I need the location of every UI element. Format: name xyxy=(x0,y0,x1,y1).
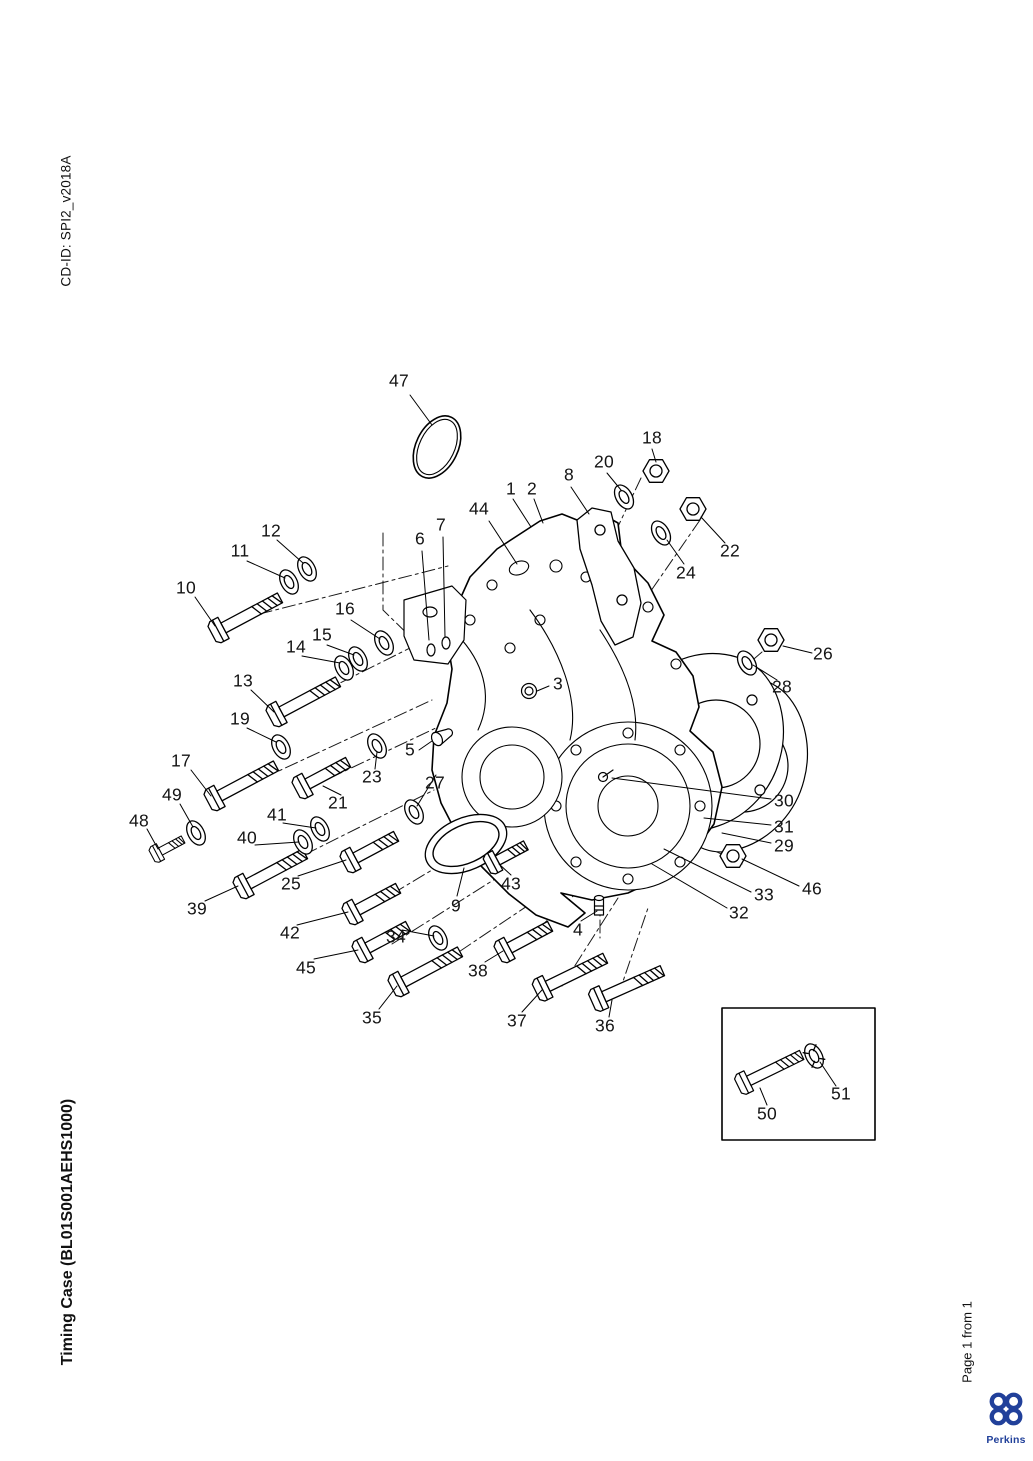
spring-washer-51 xyxy=(802,1043,826,1069)
perkins-logo-block: Perkins xyxy=(984,1390,1028,1446)
plug-3 xyxy=(520,682,538,700)
small-parts xyxy=(430,682,614,916)
leader-lines xyxy=(146,394,837,1106)
timing-case-details xyxy=(461,559,713,891)
stud-flange xyxy=(403,585,467,665)
perkins-logo-text: Perkins xyxy=(986,1434,1026,1446)
perkins-logo-icon xyxy=(989,1392,1023,1426)
screw-4 xyxy=(593,894,605,916)
o-ring-47 xyxy=(412,415,462,479)
stud-30 xyxy=(597,769,614,783)
bracket-part-8 xyxy=(576,507,642,646)
inset-box xyxy=(721,1007,876,1141)
plug-5 xyxy=(430,728,454,747)
